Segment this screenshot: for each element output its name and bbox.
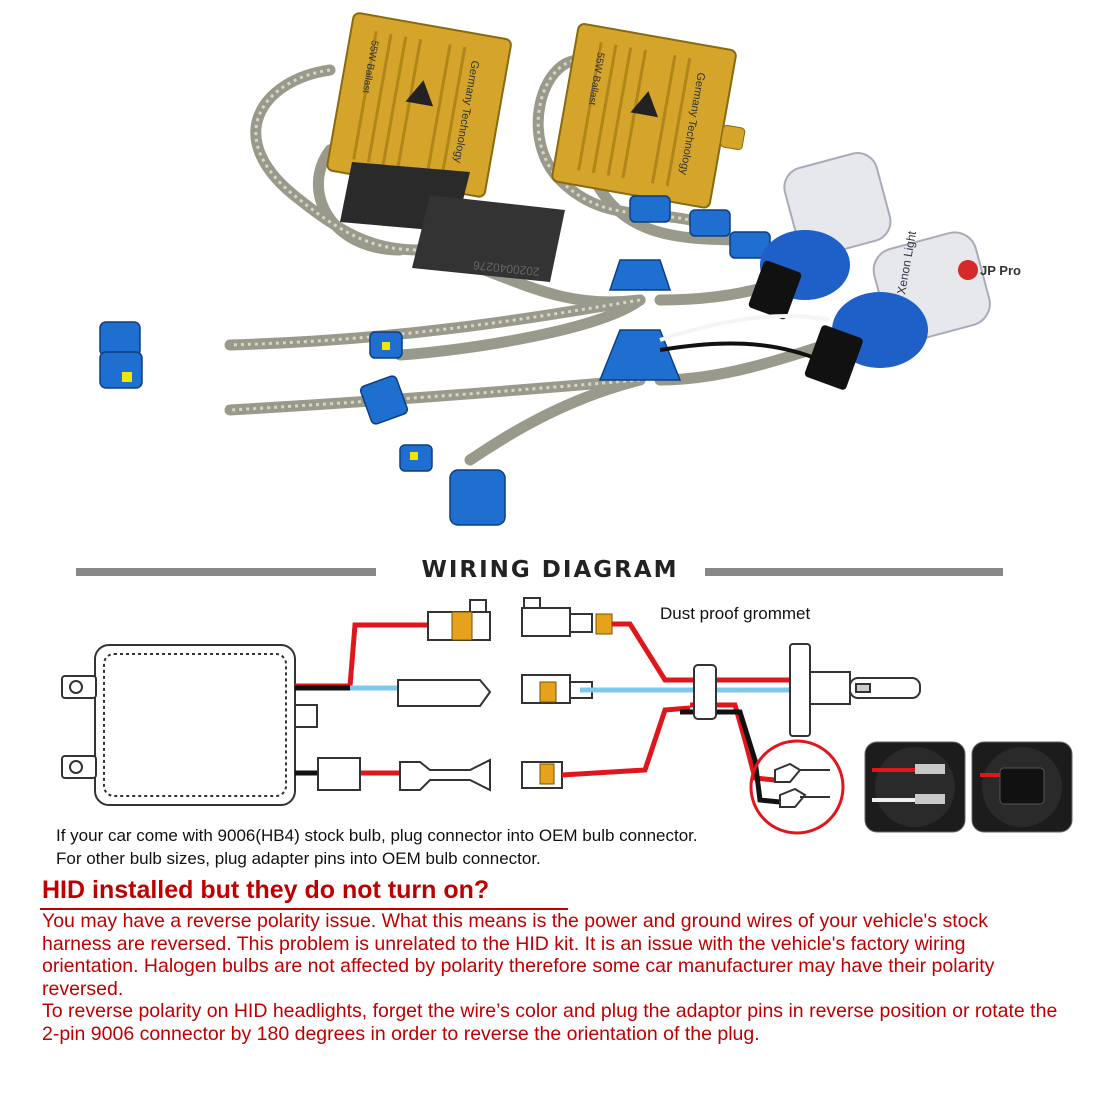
ballast-side-connectors: [397, 599, 492, 792]
ballast-outline: [61, 644, 318, 806]
troubleshoot-paragraph-1: You may have a reverse polarity issue. W…: [42, 910, 995, 1000]
ballast-wires: [295, 622, 428, 776]
header-bar-left: [76, 568, 376, 576]
inset-photo-pins: [864, 741, 966, 833]
inline-filter: [317, 757, 361, 791]
ballast-right: [551, 23, 746, 209]
heading-underline: [40, 908, 568, 910]
blue-connectors: [99, 195, 771, 526]
troubleshoot-heading: HID installed but they do not turn on?: [42, 876, 490, 904]
dust-proof-grommet: [693, 664, 717, 720]
inset-photo-connector: [971, 741, 1073, 833]
decoder-code: 2020040276: [472, 258, 540, 279]
header-bar-right: [705, 568, 1003, 576]
hid-bulb-outline: [789, 643, 921, 737]
bulb-side-connectors: [521, 597, 593, 789]
product-photo: 55W Ballast Germany Technology 55W Balla…: [99, 12, 1021, 526]
troubleshoot-body: You may have a reverse polarity issue. W…: [42, 910, 1062, 1045]
hid-bulb-2: [804, 231, 991, 390]
note-line-2: For other bulb sizes, plug adapter pins …: [56, 849, 541, 868]
troubleshoot-paragraph-2: To reverse polarity on HID headlights, f…: [42, 1000, 1058, 1045]
hid-bulb-1: [748, 152, 892, 320]
wiring-diagram: [61, 568, 1073, 835]
decoder-boxes: [340, 162, 565, 282]
grommet-label: Dust proof grommet: [660, 604, 811, 623]
bulb-wires: [561, 621, 790, 805]
bulb-brand: JP Pro: [980, 263, 1021, 278]
adapter-pins: [774, 762, 830, 808]
polarity-highlight-circle: [749, 739, 845, 835]
diagram-title: WIRING DIAGRAM: [0, 557, 1100, 583]
note-line-1: If your car come with 9006(HB4) stock bu…: [56, 826, 698, 845]
